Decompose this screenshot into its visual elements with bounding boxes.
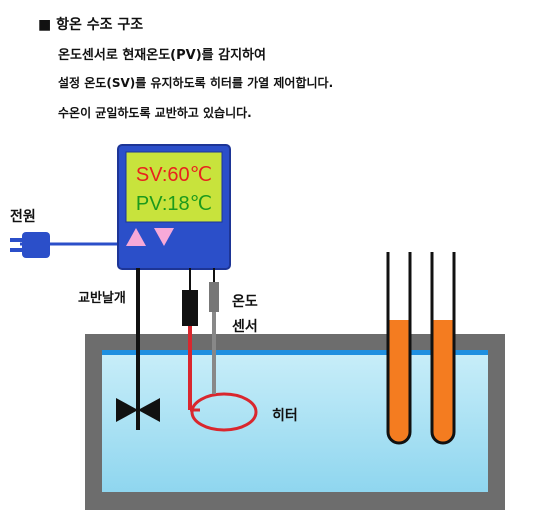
pv-readout: PV:18℃ [136,193,212,215]
sensor-label-2: 센서 [232,319,258,335]
down-button-icon[interactable] [154,228,174,246]
temperature-sensor [209,268,219,394]
water-surface [102,350,488,355]
stirrer-blade-left [116,398,138,422]
sensor-head [209,282,219,312]
up-button-icon[interactable] [126,228,146,246]
power-plug [10,232,122,258]
heater [182,268,258,432]
power-label: 전원 [10,208,36,225]
stirrer [116,268,160,430]
sensor-label-1: 온도 [232,294,258,310]
stirrer-blade-right [138,398,160,422]
controller-display [125,151,223,223]
heater-plug [182,290,198,326]
page-title: ■ 항온 수조 구조 [38,17,144,33]
description-line-1: 온도센서로 현재온도(PV)를 감지하여 [58,48,266,63]
stirrer-label: 교반날개 [78,290,126,306]
heater-label: 히터 [272,407,298,424]
heater-coil [190,392,258,432]
sv-readout: SV:60℃ [136,164,212,186]
description-line-2: 설정 온도(SV)를 유지하도록 히터를 가열 제어합니다. [58,76,334,90]
test-tube-2 [430,252,456,445]
temperature-controller: SV:60℃ PV:18℃ [117,144,231,270]
test-tube-1 [386,252,412,445]
water [102,350,488,492]
description-line-3: 수온이 균일하도록 교반하고 있습니다. [58,106,252,120]
